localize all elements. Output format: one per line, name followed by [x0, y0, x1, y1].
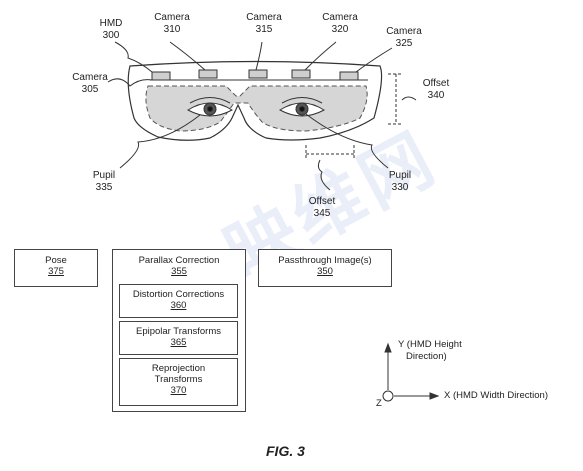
epipolar-label: Epipolar Transforms — [135, 326, 221, 337]
camera-320-block — [291, 69, 311, 79]
z-axis-label: Z — [376, 398, 382, 409]
camera-325-block — [339, 71, 359, 81]
passthrough-label: Passthrough Image(s) — [278, 255, 372, 266]
camera-310-block — [198, 69, 218, 79]
figure-label: FIG. 3 — [266, 443, 305, 459]
camera-305-block — [151, 71, 171, 81]
pose-label: Pose — [45, 255, 67, 266]
reprojection-number: 370 — [170, 385, 187, 396]
parallax-number: 355 — [171, 266, 187, 277]
pose-box: Pose 375 — [14, 249, 98, 287]
reprojection-label-2: Transforms — [154, 374, 203, 385]
hmd-lens-area — [145, 85, 368, 132]
reprojection-transforms-box: Reprojection Transforms 370 — [119, 358, 238, 406]
parallax-label: Parallax Correction — [138, 255, 220, 266]
epipolar-transforms-box: Epipolar Transforms 365 — [119, 321, 238, 355]
epipolar-number: 365 — [170, 337, 187, 348]
camera-315-block — [248, 69, 268, 79]
reprojection-label-1: Reprojection — [151, 363, 206, 374]
passthrough-images-box: Passthrough Image(s) 350 — [258, 249, 392, 287]
pose-number: 375 — [48, 266, 64, 277]
distortion-label: Distortion Corrections — [132, 289, 225, 300]
distortion-corrections-box: Distortion Corrections 360 — [119, 284, 238, 318]
x-axis-label: X (HMD Width Direction) — [444, 390, 548, 401]
passthrough-number: 350 — [317, 266, 333, 277]
right-eye — [279, 97, 325, 117]
left-eye — [187, 97, 233, 117]
distortion-number: 360 — [170, 300, 187, 311]
